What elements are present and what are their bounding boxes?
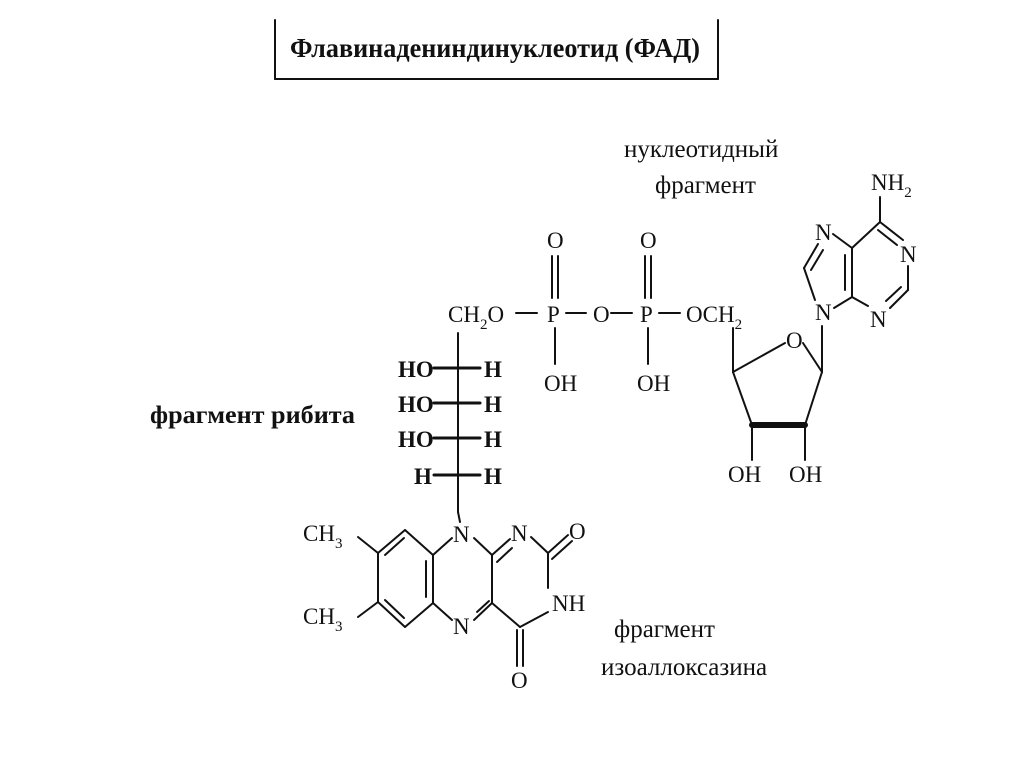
- phosphate-2-hydroxyl: OH: [637, 371, 670, 396]
- ribitol-ho-1: HO: [398, 357, 434, 382]
- adenine-n3: N: [870, 307, 887, 332]
- methyl-group-7: CH3: [303, 604, 342, 635]
- isoalloxazine-o4: O: [511, 668, 528, 693]
- ch2o-group: CH2O: [448, 302, 504, 333]
- och2-group: OCH2: [686, 302, 742, 333]
- ring-oxygen: O: [786, 328, 803, 353]
- ribitol-fragment-label: фрагмент рибита: [150, 402, 356, 429]
- amino-group: NH2: [871, 170, 912, 201]
- isoalloxazine-n5: N: [453, 614, 470, 639]
- phosphorus-atom-2: P: [640, 302, 653, 327]
- isoalloxazine-n10: N: [453, 522, 470, 547]
- methyl-group-8: CH3: [303, 521, 342, 552]
- ribitol-chain: HO H HO H HO H H H: [398, 332, 502, 513]
- isoalloxazine-ring: N N N NH O O CH3 CH3: [303, 511, 586, 693]
- ribose-3-hydroxyl: OH: [728, 462, 761, 487]
- adenine-n9: N: [815, 300, 832, 325]
- ribitol-h-1: H: [484, 357, 502, 382]
- ribitol-ho-3: HO: [398, 427, 434, 452]
- isoalloxazine-n1: N: [511, 521, 528, 546]
- nucleotide-fragment-label-line1: нуклеотидный: [624, 136, 778, 163]
- phosphate-1-oxo: O: [547, 228, 564, 253]
- adenine-ring: N N N N NH2: [803, 170, 917, 332]
- phosphorus-atom-1: P: [547, 302, 560, 327]
- phosphate-1-hydroxyl: OH: [544, 371, 577, 396]
- isoalloxazine-fragment-label-line1: фрагмент: [614, 616, 715, 643]
- title-frame: [274, 19, 719, 80]
- ribitol-ho-2: HO: [398, 392, 434, 417]
- adenine-n7: N: [815, 220, 832, 245]
- nucleotide-fragment-label-line2: фрагмент: [655, 172, 756, 199]
- ribitol-h-3: H: [484, 427, 502, 452]
- isoalloxazine-n3h: NH: [552, 591, 585, 616]
- diagram-title: Флавинадениндинуклеотид (ФАД): [290, 33, 700, 63]
- ribitol-h-4a: H: [414, 464, 432, 489]
- phosphate-2-oxo: O: [640, 228, 657, 253]
- isoalloxazine-fragment-label-line2: изоаллоксазина: [601, 654, 767, 681]
- ribose-ring: O OH OH: [728, 325, 823, 487]
- bridge-oxygen: O: [593, 302, 610, 327]
- ribitol-h-2: H: [484, 392, 502, 417]
- phosphate-chain: CH2O P O P OCH2 O OH O OH: [448, 228, 742, 396]
- adenine-n1: N: [900, 242, 917, 267]
- ribose-2-hydroxyl: OH: [789, 462, 822, 487]
- isoalloxazine-o2: O: [569, 519, 586, 544]
- ribitol-h-4b: H: [484, 464, 502, 489]
